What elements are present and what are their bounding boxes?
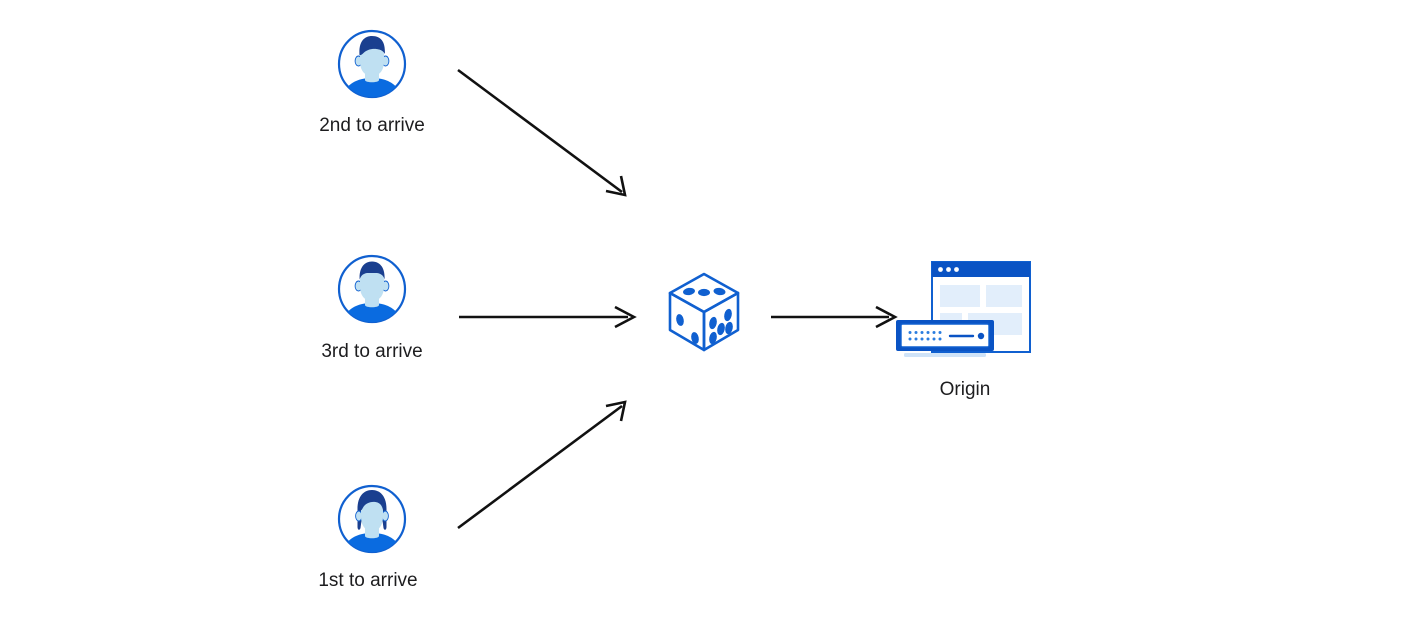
user-avatar-icon <box>336 483 408 555</box>
user-avatar-icon <box>336 253 408 325</box>
origin-label: Origin <box>939 379 991 400</box>
arrow-visitor1-to-dice <box>457 400 627 530</box>
user-avatar-icon <box>336 28 408 100</box>
arrow-dice-to-origin <box>771 305 898 329</box>
visitor-2-label: 2nd to arrive <box>319 115 425 136</box>
dice-icon <box>664 270 744 354</box>
router-device-icon <box>896 320 994 357</box>
origin-server-icon <box>892 258 1034 360</box>
visitor-1-label: 1st to arrive <box>318 570 418 591</box>
arrow-visitor3-to-dice <box>459 305 637 329</box>
visitor-3-label: 3rd to arrive <box>321 341 423 362</box>
